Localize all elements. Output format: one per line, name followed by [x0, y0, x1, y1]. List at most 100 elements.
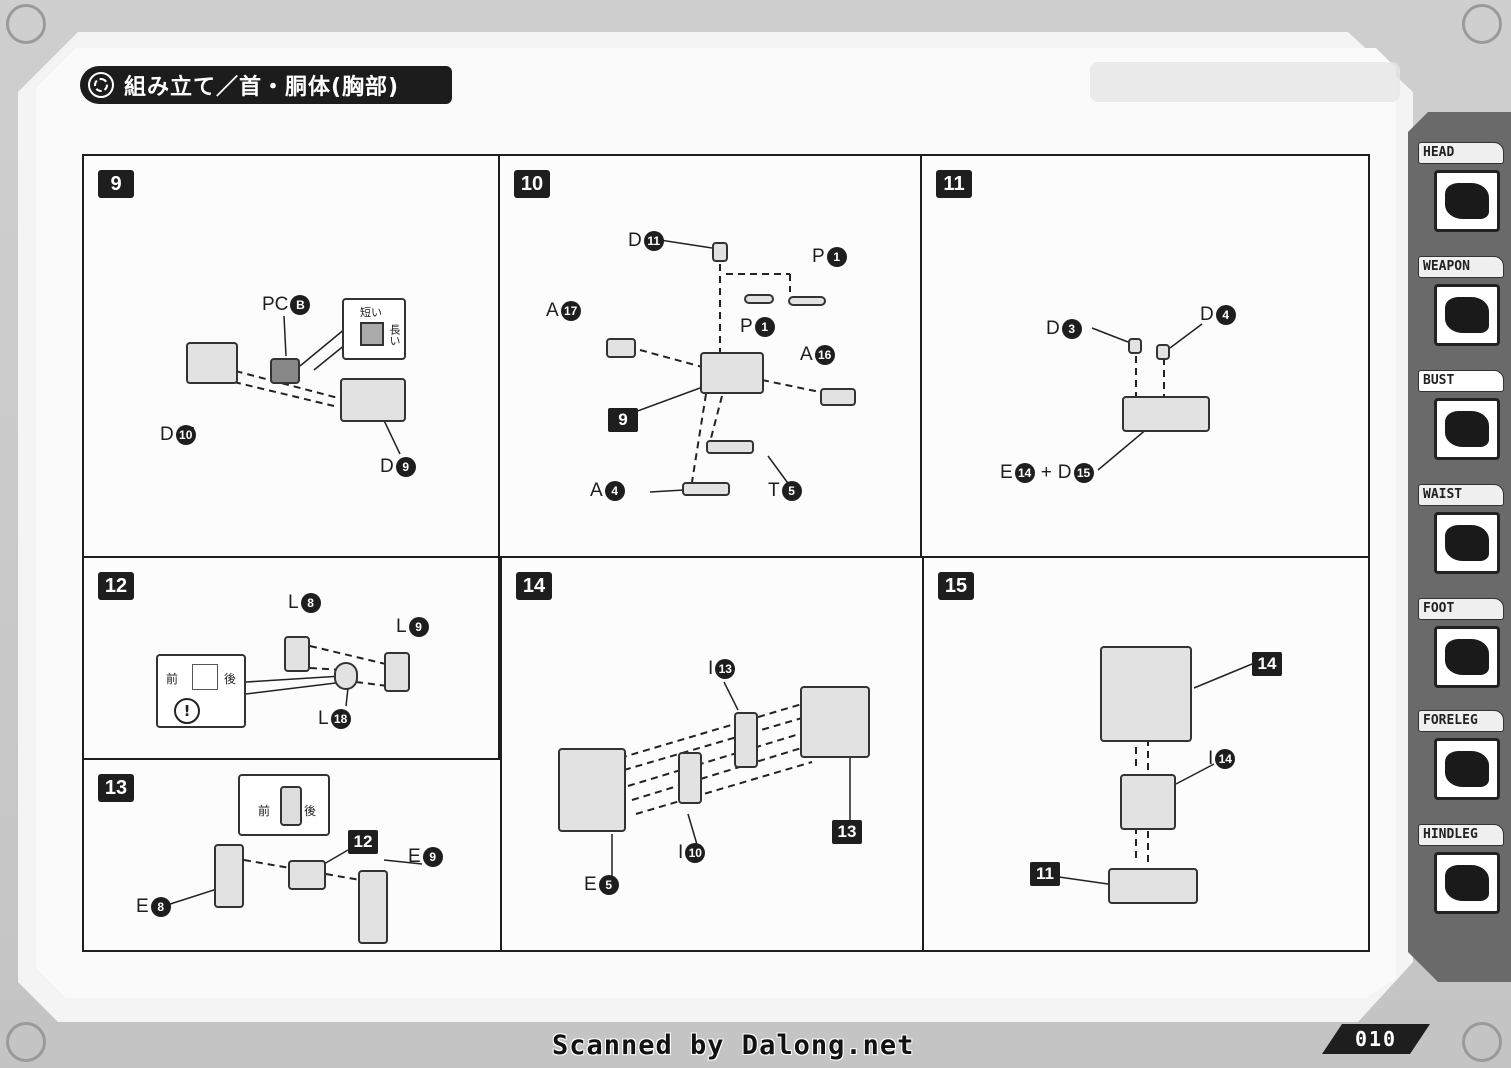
note-short: 短い: [360, 306, 382, 319]
back-label: 後: [304, 804, 317, 818]
step-ref-14: 14: [1252, 652, 1282, 676]
d4-part: [1156, 344, 1170, 360]
d3-part: [1128, 338, 1142, 354]
e9-part: [358, 870, 388, 944]
step-ref-9: 9: [608, 408, 638, 432]
part-thumb: [280, 786, 302, 826]
pc-joint: [270, 358, 300, 384]
step-number: 14: [516, 572, 552, 600]
l9-part: [384, 652, 410, 692]
chest-assembly-12: [288, 860, 326, 890]
tab-label: FOOT: [1418, 598, 1504, 620]
step-ref-12: 12: [348, 830, 378, 854]
step-number: 12: [98, 572, 134, 600]
i10-part: [678, 752, 702, 804]
d11-part: [712, 242, 728, 262]
step-ref-13: 13: [832, 820, 862, 844]
i13-part: [734, 712, 758, 768]
pc-square: [360, 322, 384, 346]
tab-foot[interactable]: FOOT: [1418, 598, 1506, 696]
weapon-icon: [1434, 284, 1500, 346]
tab-label: HINDLEG: [1418, 824, 1504, 846]
title-ghost: [1090, 62, 1400, 102]
head-icon: [1434, 170, 1500, 232]
a16-part: [820, 388, 856, 406]
page-number: 010: [1322, 1024, 1430, 1054]
length-note: 短い 長い: [342, 298, 406, 360]
tab-label: WAIST: [1418, 484, 1504, 506]
tab-bust[interactable]: BUST: [1418, 370, 1506, 468]
chest-part: [340, 378, 406, 422]
foot-icon: [1434, 626, 1500, 688]
step-number: 10: [514, 170, 550, 198]
tab-label: FORELEG: [1418, 710, 1504, 732]
tab-hindleg[interactable]: HINDLEG: [1418, 824, 1506, 922]
orientation-note: 前 後 !: [156, 654, 246, 728]
bust-icon: [1434, 398, 1500, 460]
tab-waist[interactable]: WAIST: [1418, 484, 1506, 582]
step-ref-11: 11: [1030, 862, 1060, 886]
front-label: 前: [258, 804, 271, 818]
e8-part: [214, 844, 244, 908]
frame-13: [800, 686, 870, 758]
tab-foreleg[interactable]: FORELEG: [1418, 710, 1506, 808]
frame-14: [1100, 646, 1192, 742]
a17-part: [606, 338, 636, 358]
note-long: 長い: [388, 324, 401, 346]
tab-label: HEAD: [1418, 142, 1504, 164]
gear-icon: [88, 72, 114, 98]
orientation-square: [192, 664, 218, 690]
tab-label: WEAPON: [1418, 256, 1504, 278]
chest-base: [1122, 396, 1210, 432]
step-number: 15: [938, 572, 974, 600]
waist-icon: [1434, 512, 1500, 574]
p1-pin: [788, 296, 826, 306]
corner-gear-icon: [6, 4, 46, 44]
corner-gear-icon: [1462, 1022, 1502, 1062]
t5-part: [706, 440, 754, 454]
p1-pin: [744, 294, 774, 304]
step-number: 11: [936, 170, 972, 198]
step-number: 13: [98, 774, 134, 802]
step-number: 9: [98, 170, 134, 198]
l18-part: [334, 662, 358, 690]
back-label: 後: [224, 672, 237, 686]
i14-block: [1120, 774, 1176, 830]
tab-weapon[interactable]: WEAPON: [1418, 256, 1506, 354]
section-title: 組み立て／首・胴体(胸部): [80, 66, 452, 104]
chest-base-11: [1108, 868, 1198, 904]
chest-part: [186, 342, 238, 384]
l8-part: [284, 636, 310, 672]
corner-gear-icon: [6, 1022, 46, 1062]
tab-head[interactable]: HEAD: [1418, 142, 1506, 240]
assembly-arrows: [1091, 323, 1203, 471]
